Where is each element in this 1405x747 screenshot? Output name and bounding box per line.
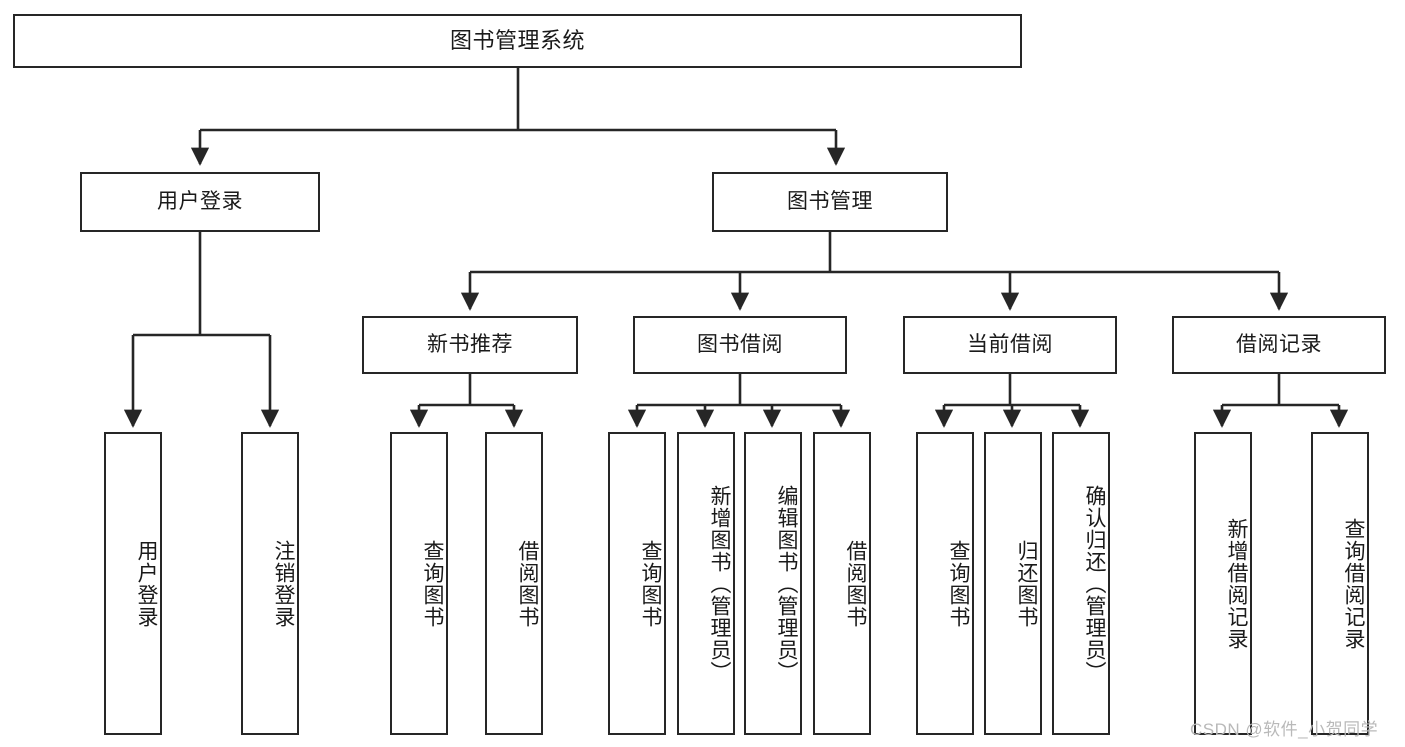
- node-label: 查询图书: [947, 539, 970, 628]
- node-current-borrow[interactable]: 当前借阅: [903, 316, 1117, 374]
- leaf-user-login[interactable]: 用户登录: [104, 432, 162, 735]
- node-label: 编辑图书（管理员）: [775, 484, 798, 683]
- node-borrow-record[interactable]: 借阅记录: [1172, 316, 1386, 374]
- leaf-add-book-admin[interactable]: 新增图书（管理员）: [677, 432, 735, 735]
- node-label: 图书管理: [787, 190, 873, 214]
- node-label: 查询借阅记录: [1342, 517, 1365, 650]
- leaf-confirm-return-admin[interactable]: 确认归还（管理员）: [1052, 432, 1110, 735]
- node-label: 注销登录: [272, 539, 295, 628]
- leaf-query-book-current[interactable]: 查询图书: [916, 432, 974, 735]
- node-label: 新增借阅记录: [1225, 517, 1248, 650]
- node-label: 用户登录: [157, 190, 243, 214]
- node-root-book-management-system[interactable]: 图书管理系统: [13, 14, 1022, 68]
- node-new-book-recommend[interactable]: 新书推荐: [362, 316, 578, 374]
- leaf-borrow-book[interactable]: 借阅图书: [813, 432, 871, 735]
- leaf-logout-login[interactable]: 注销登录: [241, 432, 299, 735]
- node-label: 借阅图书: [516, 539, 539, 628]
- node-label: 确认归还（管理员）: [1083, 484, 1106, 683]
- node-label: 图书借阅: [697, 333, 783, 357]
- leaf-query-borrow-record[interactable]: 查询借阅记录: [1311, 432, 1369, 735]
- node-label: 查询图书: [421, 539, 444, 628]
- leaf-query-book-borrow[interactable]: 查询图书: [608, 432, 666, 735]
- leaf-borrow-book-recommend[interactable]: 借阅图书: [485, 432, 543, 735]
- watermark-text: CSDN @软件_小贺同学: [1190, 720, 1379, 739]
- node-label: 图书管理系统: [449, 27, 585, 53]
- node-label: 当前借阅: [967, 333, 1053, 357]
- node-label: 查询图书: [639, 539, 662, 628]
- node-book-borrow[interactable]: 图书借阅: [633, 316, 847, 374]
- leaf-query-book-recommend[interactable]: 查询图书: [390, 432, 448, 735]
- node-label: 新书推荐: [427, 333, 513, 357]
- node-label: 借阅图书: [844, 539, 867, 628]
- node-label: 归还图书: [1015, 539, 1038, 628]
- node-label: 用户登录: [135, 539, 158, 628]
- leaf-return-book[interactable]: 归还图书: [984, 432, 1042, 735]
- node-label: 新增图书（管理员）: [708, 484, 731, 683]
- node-book-management[interactable]: 图书管理: [712, 172, 948, 232]
- node-user-login[interactable]: 用户登录: [80, 172, 320, 232]
- leaf-edit-book-admin[interactable]: 编辑图书（管理员）: [744, 432, 802, 735]
- node-label: 借阅记录: [1236, 333, 1322, 357]
- leaf-add-borrow-record[interactable]: 新增借阅记录: [1194, 432, 1252, 735]
